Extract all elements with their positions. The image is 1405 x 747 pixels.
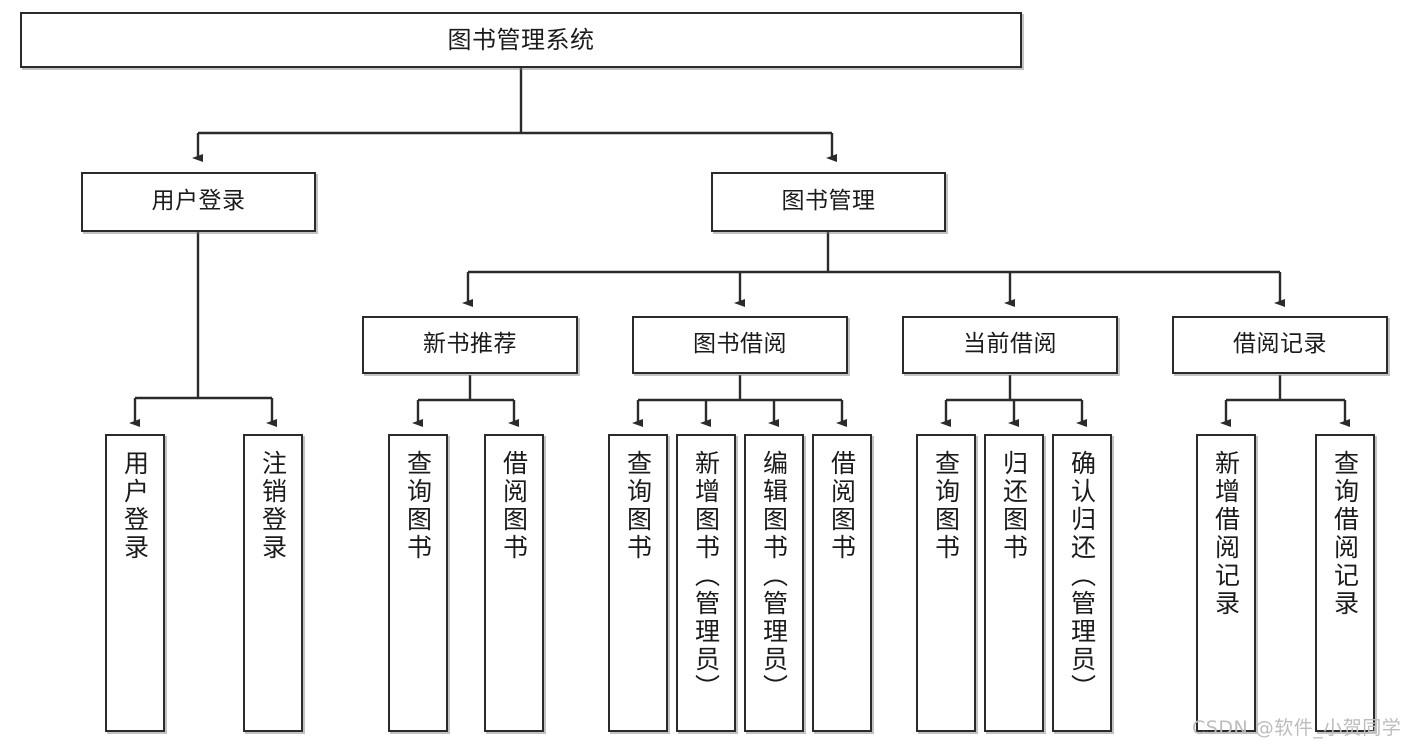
- node-label: 编辑图书（管理员）: [759, 450, 789, 702]
- leaf-current-borrow-query[interactable]: 查询图书: [916, 434, 976, 732]
- node-new-book-recommend[interactable]: 新书推荐: [362, 316, 578, 374]
- node-label: 注销登录: [258, 450, 288, 562]
- node-label: 用户登录: [151, 188, 246, 215]
- node-label: 查询借阅记录: [1330, 450, 1360, 618]
- node-label: 图书借阅: [693, 331, 787, 358]
- node-borrow-record[interactable]: 借阅记录: [1172, 316, 1388, 374]
- leaf-book-borrow-borrow[interactable]: 借阅图书: [812, 434, 872, 732]
- leaf-borrow-record-query[interactable]: 查询借阅记录: [1315, 434, 1375, 732]
- node-label: 图书管理: [781, 188, 876, 215]
- leaf-user-login-logout[interactable]: 注销登录: [243, 434, 303, 732]
- node-label: 归还图书: [999, 450, 1029, 562]
- leaf-borrow-record-add[interactable]: 新增借阅记录: [1196, 434, 1256, 732]
- node-label: 查询图书: [931, 450, 961, 562]
- leaf-current-borrow-confirm-return[interactable]: 确认归还（管理员）: [1052, 434, 1112, 732]
- node-current-borrow[interactable]: 当前借阅: [902, 316, 1118, 374]
- node-label: 确认归还（管理员）: [1067, 450, 1097, 702]
- node-book-management[interactable]: 图书管理: [711, 172, 946, 232]
- leaf-book-borrow-query[interactable]: 查询图书: [608, 434, 668, 732]
- leaf-book-borrow-edit[interactable]: 编辑图书（管理员）: [744, 434, 804, 732]
- node-label: 借阅图书: [827, 450, 857, 562]
- node-label: 借阅记录: [1233, 331, 1327, 358]
- leaf-current-borrow-return[interactable]: 归还图书: [984, 434, 1044, 732]
- node-label: 新增图书（管理员）: [691, 450, 721, 702]
- node-label: 图书管理系统: [447, 25, 595, 54]
- node-label: 新增借阅记录: [1211, 450, 1241, 618]
- leaf-book-borrow-add[interactable]: 新增图书（管理员）: [676, 434, 736, 732]
- node-label: 查询图书: [403, 450, 433, 562]
- node-book-borrow[interactable]: 图书借阅: [632, 316, 848, 374]
- node-label: 新书推荐: [423, 331, 517, 358]
- node-label: 用户登录: [120, 450, 150, 562]
- node-label: 借阅图书: [499, 450, 529, 562]
- node-root-system[interactable]: 图书管理系统: [20, 12, 1022, 68]
- leaf-new-book-query[interactable]: 查询图书: [388, 434, 448, 732]
- leaf-user-login-login[interactable]: 用户登录: [105, 434, 165, 732]
- node-label: 查询图书: [623, 450, 653, 562]
- watermark-text: CSDN @软件_小贺同学: [1192, 717, 1402, 739]
- leaf-new-book-borrow[interactable]: 借阅图书: [484, 434, 544, 732]
- node-user-login[interactable]: 用户登录: [81, 172, 316, 232]
- node-label: 当前借阅: [963, 331, 1057, 358]
